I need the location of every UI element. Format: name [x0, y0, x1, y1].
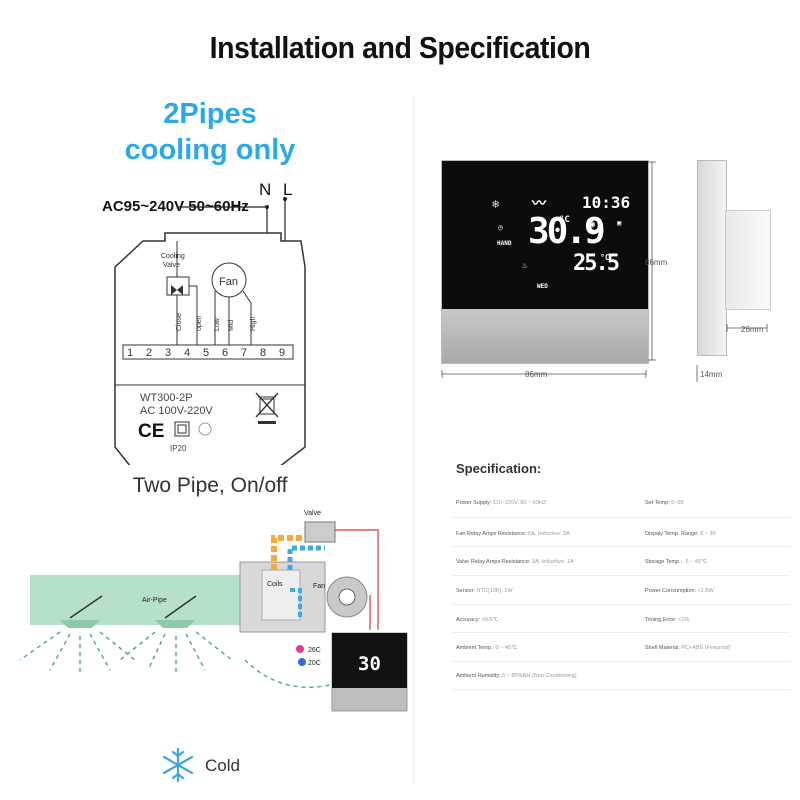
- installation-illustration: Air-Pipe Coils Fan Valve 26C 20C 30: [19, 510, 408, 712]
- spec-accuracy: Accuracy: ±0.5℃: [456, 617, 499, 623]
- pipes-heading: 2Pipes cooling only: [90, 96, 330, 168]
- mini-display-temp: 30: [358, 653, 381, 675]
- wiring-diagram: Cooling Valve Fan Close open Low Mid Hig…: [114, 197, 306, 465]
- air-pipe: [30, 575, 245, 625]
- terminal-5: 5: [203, 347, 209, 359]
- lock-icon: ▣: [617, 219, 622, 227]
- wire-label-high: High: [250, 316, 257, 331]
- dim-depth-label: 26mm: [741, 325, 764, 334]
- weee-bin-icon: [255, 392, 279, 424]
- terminal-1: 1: [127, 347, 133, 359]
- terminal-7: 7: [241, 347, 247, 359]
- double-insulation-icon: [174, 421, 190, 437]
- terminal-9: 9: [279, 347, 285, 359]
- spec-divider: [452, 632, 790, 633]
- spec-divider: [452, 604, 790, 605]
- spec-divider: [452, 546, 790, 547]
- spec-sensor: Sensor: NTC(10K), 1W: [456, 588, 513, 594]
- page-title: Installation and Specification: [209, 30, 591, 65]
- set-temp-unit: °C: [600, 253, 610, 262]
- mode-label: HAND: [497, 240, 512, 247]
- pipes-heading-line1: 2Pipes: [163, 98, 257, 130]
- model-voltage: AC 100V-220V: [140, 405, 213, 417]
- terminal-2: 2: [146, 347, 152, 359]
- thermostat-back-box: [725, 210, 771, 310]
- wire-label-close: Close: [176, 313, 183, 331]
- pipes-heading-line2: cooling only: [124, 134, 296, 166]
- dim-width-label: 86mm: [525, 370, 548, 379]
- thermostat-front-view: ❄ 〰 10:36 ◷ HAND 30.9 °C ◉ ▣ ♨ 25.5 °C W…: [441, 160, 649, 364]
- floor-icon: ♨: [522, 261, 528, 271]
- set-temp-readout: 25.5: [573, 251, 620, 276]
- thermostat-side-view: [697, 160, 727, 356]
- clock-readout: 10:36: [582, 193, 631, 212]
- terminal-8: 8: [260, 347, 266, 359]
- spec-valve-relay: Valve Relay Amps Resistance: 3A, Inducti…: [456, 559, 574, 565]
- wire-label-low: Low: [214, 317, 221, 331]
- room-temp-readout: 30.9: [528, 211, 606, 252]
- snow-mode-icon: ❄: [492, 197, 500, 211]
- spec-ambient-temp: Ambient Temp.: 0 ~ 45℃: [456, 645, 518, 651]
- spec-divider: [452, 517, 790, 518]
- valve-caption-2: Valve: [163, 262, 180, 269]
- wifi-icon: ◉: [589, 219, 596, 230]
- cold-label: Cold: [205, 756, 240, 775]
- ce-mark: CE: [138, 421, 165, 442]
- valve-icon: [304, 521, 336, 543]
- day-label: WED: [537, 283, 548, 290]
- spec-fan-relay: Fan Relay Amps Resistance: 5A, Inductive…: [456, 531, 570, 537]
- snowflake-icon: [162, 747, 194, 783]
- coils-label: Coils: [267, 581, 283, 588]
- spec-divider: [452, 575, 790, 576]
- temp-hot-label: 26C: [308, 647, 321, 654]
- spec-title: Specification:: [456, 461, 542, 476]
- terminal-6: 6: [222, 347, 228, 359]
- spec-ambient-humidity: Ambient Humidity: 5 ~ 85%RH (Non Condens…: [456, 673, 577, 679]
- thermostat-screen: ❄ 〰 10:36 ◷ HAND 30.9 °C ◉ ▣ ♨ 25.5 °C W…: [442, 161, 648, 309]
- fan-label: Fan: [219, 276, 238, 288]
- dimension-lines: [441, 161, 698, 382]
- temp-cold-label: 20C: [308, 660, 321, 667]
- ip-rating: IP20: [170, 444, 187, 453]
- spec-divider: [452, 689, 790, 690]
- depth-dimension: [726, 324, 768, 332]
- spec-storage-temp: Storage Temp.: -5 ~ 45℃: [645, 559, 708, 565]
- wire-label-mid: Mid: [228, 320, 235, 331]
- spec-set-temp: Set Temp: 5~35: [645, 500, 684, 506]
- fan-icon: [338, 588, 356, 606]
- timer-icon: ◷: [498, 223, 503, 232]
- neutral-label: N: [259, 180, 272, 199]
- valve-caption-1: Cooling: [161, 253, 185, 260]
- wire-label-open: open: [196, 315, 203, 331]
- air-pipe-label: Air-Pipe: [142, 597, 167, 604]
- model-info: WT300-2P AC 100V-220V: [140, 392, 213, 418]
- live-label: L: [283, 180, 293, 199]
- valve-label: Valve: [304, 510, 321, 517]
- dim-thickness-label: 14mm: [700, 370, 723, 379]
- spec-display-range: Dispaly Temp. Range: 5 ~ 99: [645, 531, 716, 537]
- spec-shell-material: Shell Material: PC+ABS (Fireproof): [645, 645, 731, 651]
- spec-timing-error: Timing Error: <1%: [645, 617, 690, 623]
- spec-power-supply: Power Supply: 110~220V, 50 ~ 60HZ: [456, 500, 547, 506]
- column-divider: [413, 95, 414, 785]
- fan-speed-icon: 〰: [532, 196, 546, 212]
- spec-power-consumption: Power Consumption: <1.5W: [645, 588, 714, 594]
- silver-button-strip: [442, 309, 648, 363]
- airflow-arrows: [19, 631, 331, 688]
- dim-height-label: 86mm: [645, 258, 668, 267]
- terminal-3: 3: [165, 347, 171, 359]
- supply-voltage-label: AC95~240V 50~60Hz: [102, 198, 249, 215]
- model-number: WT300-2P: [140, 392, 193, 404]
- terminal-4: 4: [184, 347, 190, 359]
- terminal-block: 1 2 3 4 5 6 7 8 9: [122, 344, 294, 360]
- spec-divider: [452, 661, 790, 662]
- two-pipe-caption: Two Pipe, On/off: [132, 474, 288, 497]
- fan-unit-label: Fan: [313, 583, 325, 590]
- room-temp-unit: °C: [559, 215, 570, 225]
